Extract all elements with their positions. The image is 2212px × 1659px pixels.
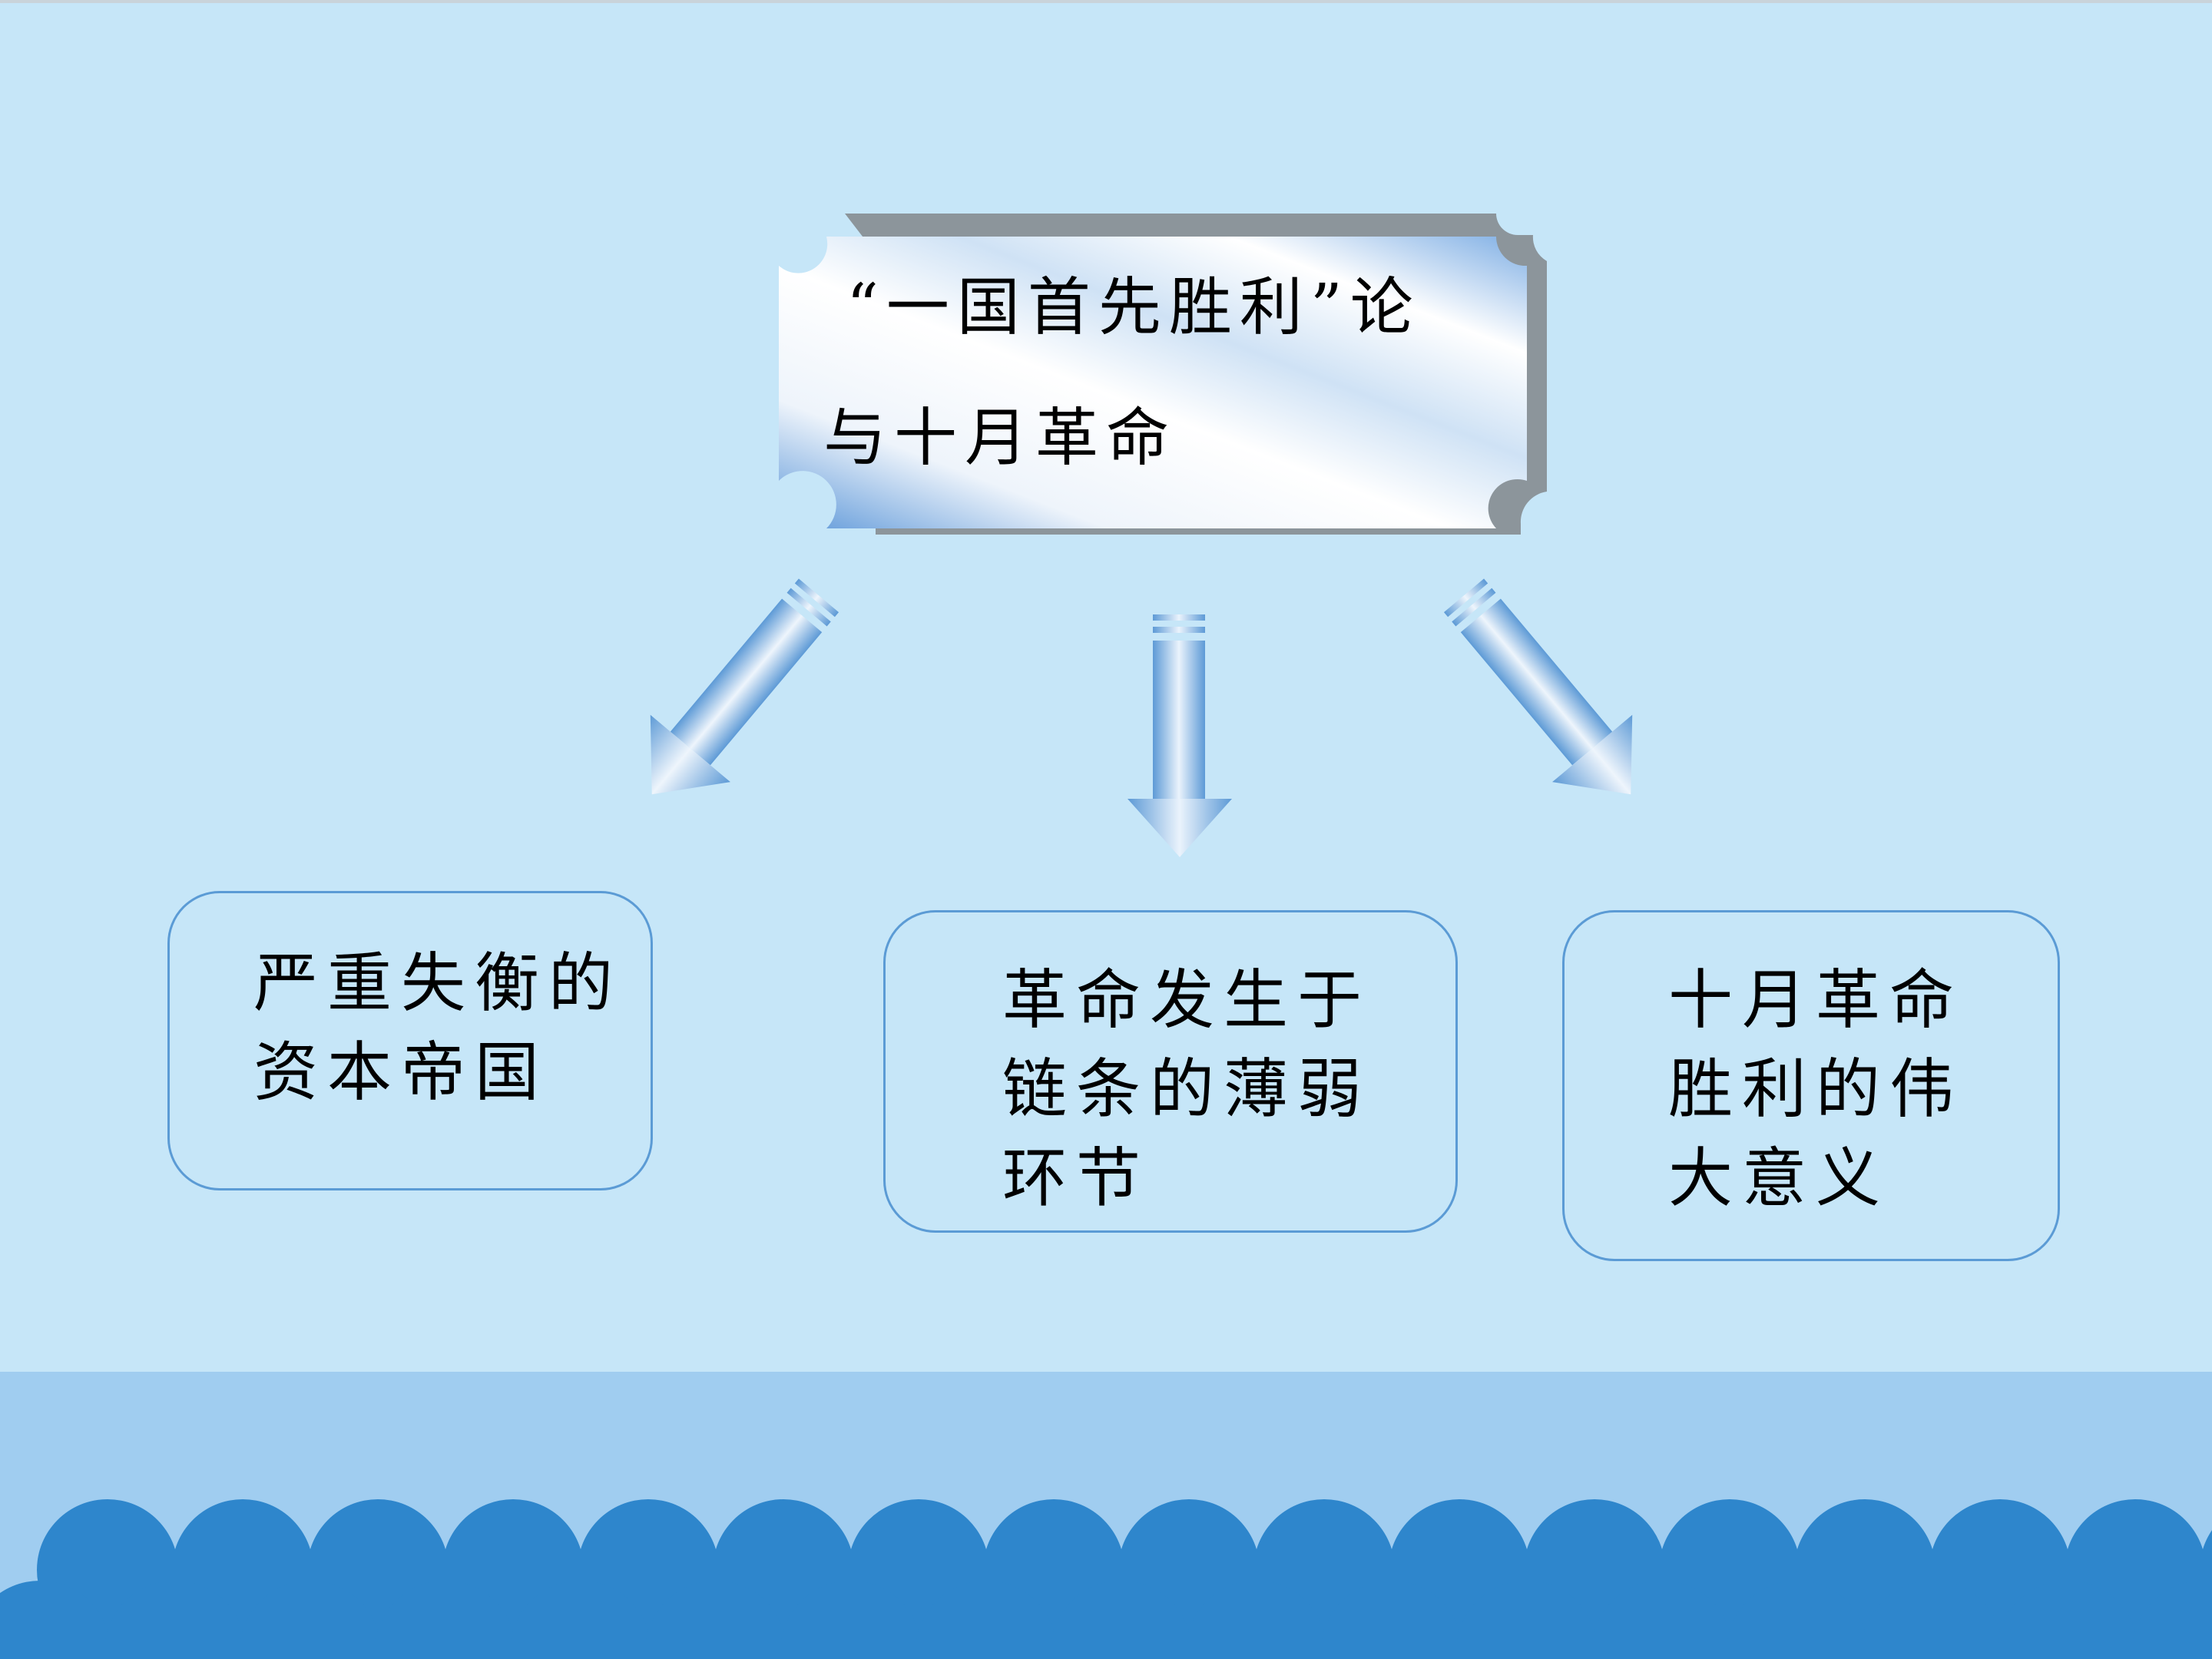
branch-right-line-3: 大意义 xyxy=(1668,1141,1890,1216)
branch-middle-line-1: 革命发生于 xyxy=(1002,962,1372,1038)
wave-scallop xyxy=(1997,1581,2138,1659)
branch-right-line-2: 胜利的伟 xyxy=(1668,1051,1964,1127)
branch-box-left xyxy=(167,891,653,1190)
wave-scallop xyxy=(1186,1581,1327,1659)
wave-scallop xyxy=(916,1581,1057,1659)
title-line-2: 与十月革命 xyxy=(823,402,1177,475)
branch-box-right xyxy=(1562,910,2060,1261)
branch-text-right: 十月革命 胜利的伟 大意义 xyxy=(1668,955,1963,1223)
wave-base xyxy=(0,1651,2212,1659)
wave-scallop xyxy=(1321,1581,1462,1659)
wave-scallop xyxy=(1591,1581,1733,1659)
branch-text-left: 严重失衡的 资本帝国 xyxy=(253,939,622,1117)
wave-scallop xyxy=(2132,1581,2212,1659)
branch-middle-line-3: 环节 xyxy=(1002,1141,1151,1216)
title-line-1: “一国首先胜利”论 xyxy=(846,271,1421,344)
top-divider xyxy=(0,0,2212,3)
branch-right-line-1: 十月革命 xyxy=(1668,962,1964,1038)
wave-scallop xyxy=(1456,1581,1598,1659)
arrow-down-right xyxy=(1443,578,1633,795)
branch-left-line-1: 严重失衡的 xyxy=(253,945,623,1021)
wave-scallop xyxy=(780,1581,922,1659)
wave-scallop xyxy=(510,1581,651,1659)
wave-scallop xyxy=(240,1581,381,1659)
branch-text-middle: 革命发生于 链条的薄弱 环节 xyxy=(1002,955,1371,1223)
arrow-down-left xyxy=(650,578,839,795)
wave-scallop xyxy=(375,1581,516,1659)
wave-scallop xyxy=(0,1581,111,1659)
branch-box-middle xyxy=(883,910,1458,1233)
wave-scallop xyxy=(1051,1581,1192,1659)
title-plaque xyxy=(779,237,1527,528)
wave-scallop xyxy=(1862,1581,2003,1659)
branch-left-line-2: 资本帝国 xyxy=(253,1035,549,1110)
branch-middle-line-2: 链条的薄弱 xyxy=(1002,1051,1372,1127)
wave-scallop xyxy=(645,1581,786,1659)
wave-scallop xyxy=(1727,1581,1868,1659)
wave-scallop xyxy=(104,1581,246,1659)
arrow-down xyxy=(1128,614,1232,857)
